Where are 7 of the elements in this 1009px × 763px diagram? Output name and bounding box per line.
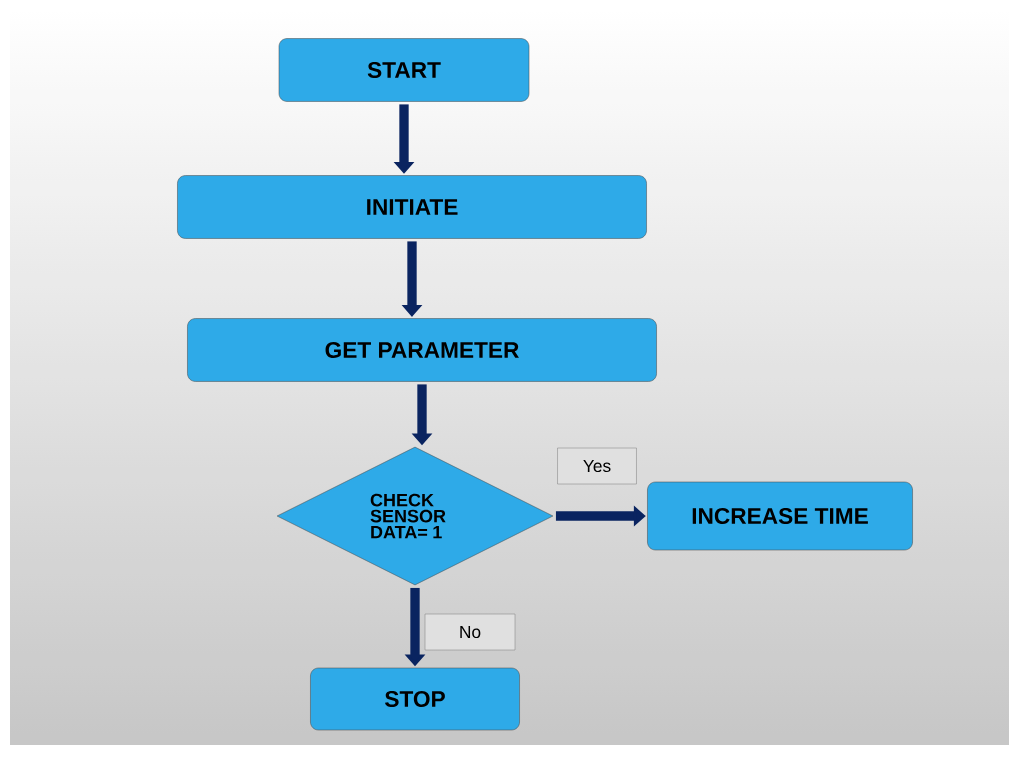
process-box: INCREASE TIME <box>647 481 913 551</box>
process-box: INITIATE <box>177 175 647 239</box>
edge-label: No <box>424 613 516 651</box>
process-box: GET PARAMETER <box>187 318 657 382</box>
process-box: START <box>278 38 530 102</box>
edge-label: Yes <box>557 447 637 485</box>
process-box: STOP <box>310 667 520 731</box>
